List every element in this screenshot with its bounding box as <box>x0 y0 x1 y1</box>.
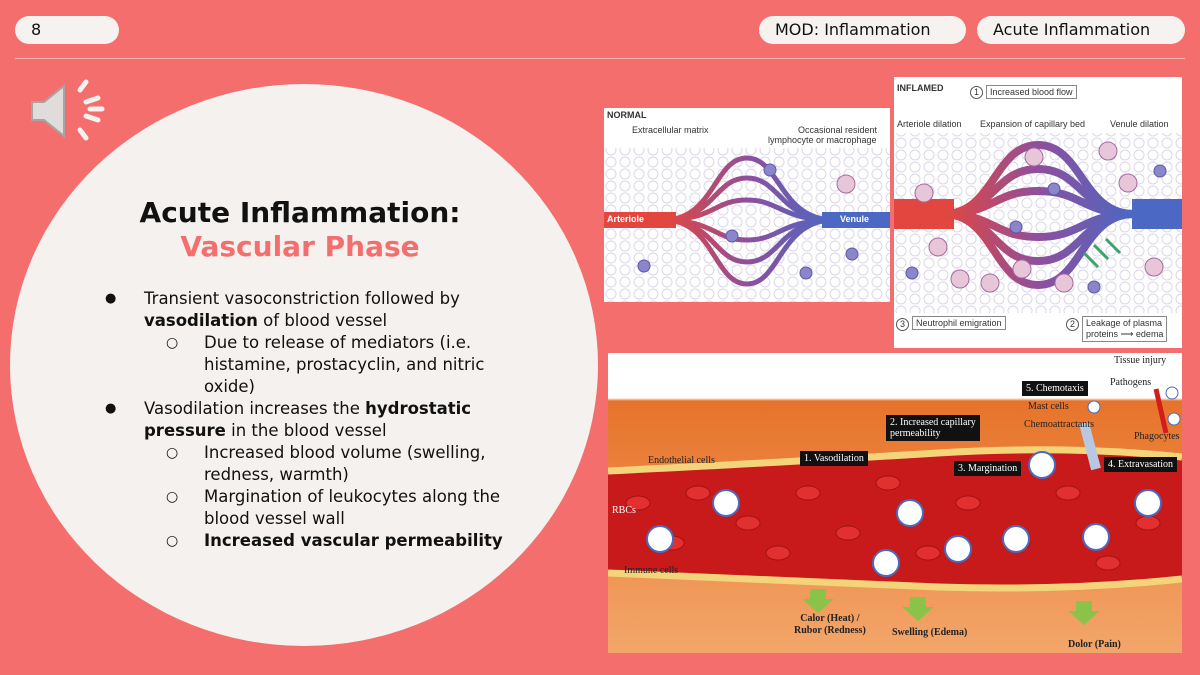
vasodilation-label: 1. Vasodilation <box>800 451 868 466</box>
permeability-label: 2. Increased capillary permeability <box>886 415 980 441</box>
endothelial-label: Endothelial cells <box>648 455 715 466</box>
calor-rubor-label: Calor (Heat) / Rubor (Redness) <box>794 613 866 636</box>
bullet-2: Vasodilation increases the hydrostatic p… <box>100 398 540 442</box>
chemotaxis-label: 5. Chemotaxis <box>1022 381 1088 396</box>
inflamed-venule-label: Venule dilation <box>1110 119 1169 129</box>
normal-venule-label: Venule <box>840 214 870 224</box>
bullet-1-sub: Due to release of mediators (i.e. histam… <box>100 332 540 398</box>
rbcs-label: RBCs <box>612 505 636 516</box>
header-divider <box>15 58 1185 59</box>
module-tag: MOD: Inflammation <box>759 16 966 44</box>
inflamed-flow-label: Increased blood flow <box>986 85 1077 99</box>
figure-inflamed: INFLAMED 1 Increased blood flow Arteriol… <box>894 77 1182 348</box>
inflamed-step-1: 1 <box>970 86 983 99</box>
bullet-2-sub-1: Increased blood volume (swelling, rednes… <box>100 442 540 486</box>
title-line2: Vascular Phase <box>180 230 420 263</box>
bullet-1: Transient vasoconstriction followed by v… <box>100 288 540 332</box>
speaker-icon[interactable] <box>28 76 108 146</box>
inflamed-step-2: 2 <box>1066 318 1079 331</box>
inflamed-heading: INFLAMED <box>897 83 944 93</box>
inflamed-emigration-label: Neutrophil emigration <box>912 316 1006 330</box>
normal-heading: NORMAL <box>607 110 647 120</box>
slide-number: 8 <box>15 16 119 44</box>
tissue-injury-label: Tissue injury <box>1114 355 1167 366</box>
swelling-label: Swelling (Edema) <box>892 627 968 638</box>
figure-vessel: Tissue injury Pathogens 5. Chemotaxis Ma… <box>608 353 1182 653</box>
phagocytes-label: Phagocytes <box>1134 431 1180 442</box>
figure-normal: NORMAL Extracellular matrix Occasional r… <box>604 108 890 302</box>
title-line1: Acute Inflammation: <box>139 196 461 229</box>
section-tag: Acute Inflammation <box>977 16 1185 44</box>
inflamed-leakage-label: Leakage of plasma proteins ⟶ edema <box>1082 316 1168 342</box>
normal-matrix-label: Extracellular matrix <box>632 125 709 135</box>
margination-label: 3. Margination <box>954 461 1022 476</box>
immune-cells-label: Immune cells <box>624 565 679 576</box>
inflamed-arteriole-label: Arteriole dilation <box>897 119 962 129</box>
extravasation-label: 4. Extravasation <box>1104 457 1177 472</box>
bullet-list: Transient vasoconstriction followed by v… <box>100 288 540 552</box>
inflamed-expansion-label: Expansion of capillary bed <box>980 119 1086 129</box>
bullet-2-sub-2: Margination of leukocytes along the bloo… <box>100 486 540 530</box>
slide-title: Acute Inflammation: Vascular Phase <box>100 196 500 264</box>
chemoattractants-label: Chemoattractants <box>1024 419 1094 430</box>
normal-arteriole-label: Arteriole <box>607 214 645 224</box>
pathogens-label: Pathogens <box>1110 377 1152 388</box>
normal-resident-label-2: lymphocyte or macrophage <box>768 135 877 145</box>
inflamed-step-3: 3 <box>896 318 909 331</box>
dolor-label: Dolor (Pain) <box>1068 639 1121 650</box>
normal-resident-label: Occasional resident <box>798 125 878 135</box>
mast-cells-label: Mast cells <box>1028 401 1069 412</box>
bullet-2-sub-3: Increased vascular permeability <box>100 530 540 552</box>
